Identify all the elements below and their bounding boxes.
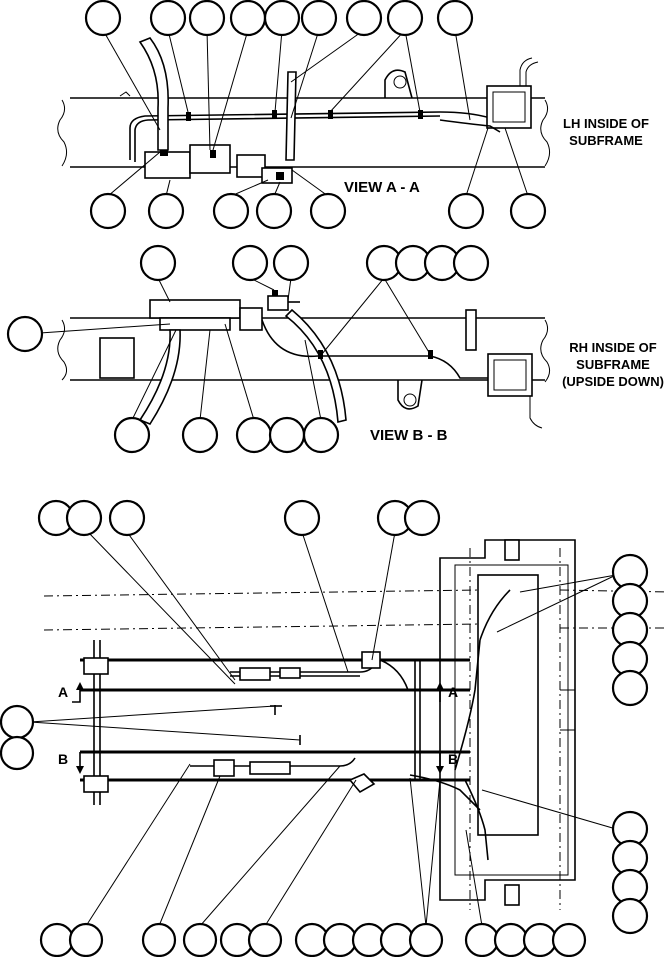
callout-a-bottom-5 xyxy=(309,192,347,230)
callout-b-top-3 xyxy=(272,244,310,282)
callout-plan-left-2 xyxy=(0,735,35,771)
callout-a-bottom-4 xyxy=(255,192,293,230)
callout-plan-bottom-14 xyxy=(522,922,558,957)
callout-plan-right-9 xyxy=(611,897,649,935)
view-a-side-label-line1: LH INSIDE OF xyxy=(563,116,649,131)
callout-plan-right-5 xyxy=(611,669,649,707)
view-b-side-label-line1: RH INSIDE OF xyxy=(569,340,656,355)
callout-a-bottom-7 xyxy=(509,192,547,230)
callout-b-bottom-2 xyxy=(181,416,219,454)
callouts xyxy=(0,0,649,957)
callout-plan-bottom-12 xyxy=(464,922,500,957)
view-a-drawing xyxy=(57,37,551,184)
callout-plan-bottom-3 xyxy=(141,922,177,957)
view-b-side-label-line3: (UPSIDE DOWN) xyxy=(562,374,664,389)
section-marker-b-right: B xyxy=(448,751,458,767)
callout-b-top-2 xyxy=(231,244,269,282)
callout-plan-bottom-11 xyxy=(408,922,444,957)
callout-plan-top-3 xyxy=(108,499,146,537)
section-marker-b-left: B xyxy=(58,751,68,767)
callout-a-top-6 xyxy=(300,0,338,37)
callout-b-side-1 xyxy=(6,315,44,353)
callout-plan-bottom-13 xyxy=(493,922,529,957)
callout-b-bottom-3 xyxy=(235,416,273,454)
text-labels: VIEW A - A LH INSIDE OF SUBFRAME VIEW B … xyxy=(58,116,664,767)
leader-lines xyxy=(29,29,617,927)
section-marker-a-left: A xyxy=(58,684,68,700)
callout-plan-bottom-1 xyxy=(39,922,75,957)
callout-a-bottom-6 xyxy=(447,192,485,230)
view-a-title: VIEW A - A xyxy=(344,179,420,196)
callout-plan-bottom-8 xyxy=(322,922,358,957)
callout-plan-bottom-4 xyxy=(182,922,218,957)
view-b-title: VIEW B - B xyxy=(370,427,448,444)
callout-a-top-8 xyxy=(386,0,424,37)
callout-plan-left-1 xyxy=(0,704,35,740)
callout-plan-bottom-6 xyxy=(247,922,283,957)
view-a-side-label-line2: SUBFRAME xyxy=(569,133,643,148)
callout-b-top-7 xyxy=(452,244,490,282)
section-marker-a-right: A xyxy=(448,684,458,700)
callout-a-top-1 xyxy=(84,0,122,37)
plan-view-drawing xyxy=(43,539,669,910)
view-b-drawing xyxy=(57,290,551,429)
callout-a-top-7 xyxy=(345,0,383,37)
callout-plan-bottom-2 xyxy=(68,922,104,957)
callout-a-top-4 xyxy=(229,0,267,37)
callout-plan-bottom-15 xyxy=(551,922,587,957)
view-b-side-label-line2: SUBFRAME xyxy=(576,357,650,372)
callout-a-bottom-2 xyxy=(147,192,185,230)
callout-b-bottom-1 xyxy=(113,416,151,454)
callout-a-top-2 xyxy=(149,0,187,37)
callout-plan-top-4 xyxy=(283,499,321,537)
callout-a-top-9 xyxy=(436,0,474,37)
callout-b-top-1 xyxy=(139,244,177,282)
callout-a-top-3 xyxy=(188,0,226,37)
callout-b-bottom-4 xyxy=(268,416,306,454)
callout-plan-bottom-10 xyxy=(379,922,415,957)
callout-b-bottom-5 xyxy=(302,416,340,454)
callout-a-top-5 xyxy=(263,0,301,37)
callout-plan-top-2 xyxy=(65,499,103,537)
callout-a-bottom-1 xyxy=(89,192,127,230)
callout-plan-top-6 xyxy=(403,499,441,537)
callout-a-bottom-3 xyxy=(212,192,250,230)
